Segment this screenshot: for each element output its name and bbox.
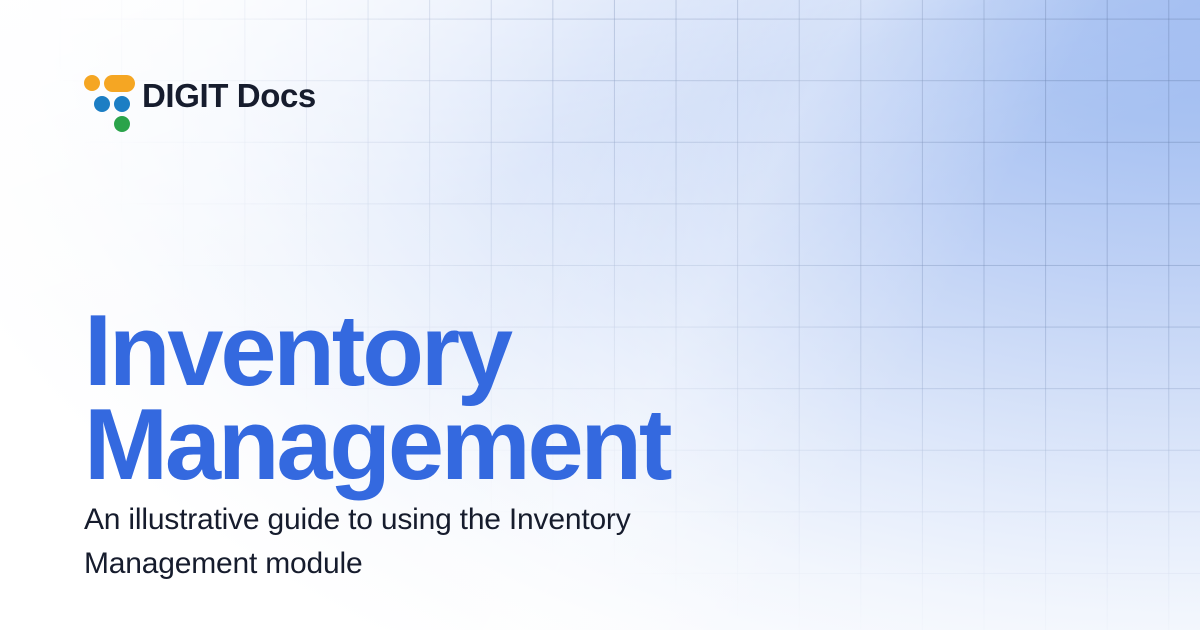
- page-subtitle: An illustrative guide to using the Inven…: [84, 503, 631, 580]
- logo-dot-orange-pill: [104, 75, 135, 92]
- page-title: Inventory Management: [84, 294, 673, 501]
- logo-dot-blue-right: [114, 96, 130, 112]
- logo-dot-blue-left: [94, 96, 110, 112]
- digit-logo-icon: [84, 72, 135, 132]
- brand-lockup: DIGIT Docs: [84, 72, 316, 132]
- logo-dot-green: [114, 116, 130, 132]
- logo-dot-orange-small: [84, 75, 100, 91]
- brand-name: DIGIT Docs: [142, 76, 316, 114]
